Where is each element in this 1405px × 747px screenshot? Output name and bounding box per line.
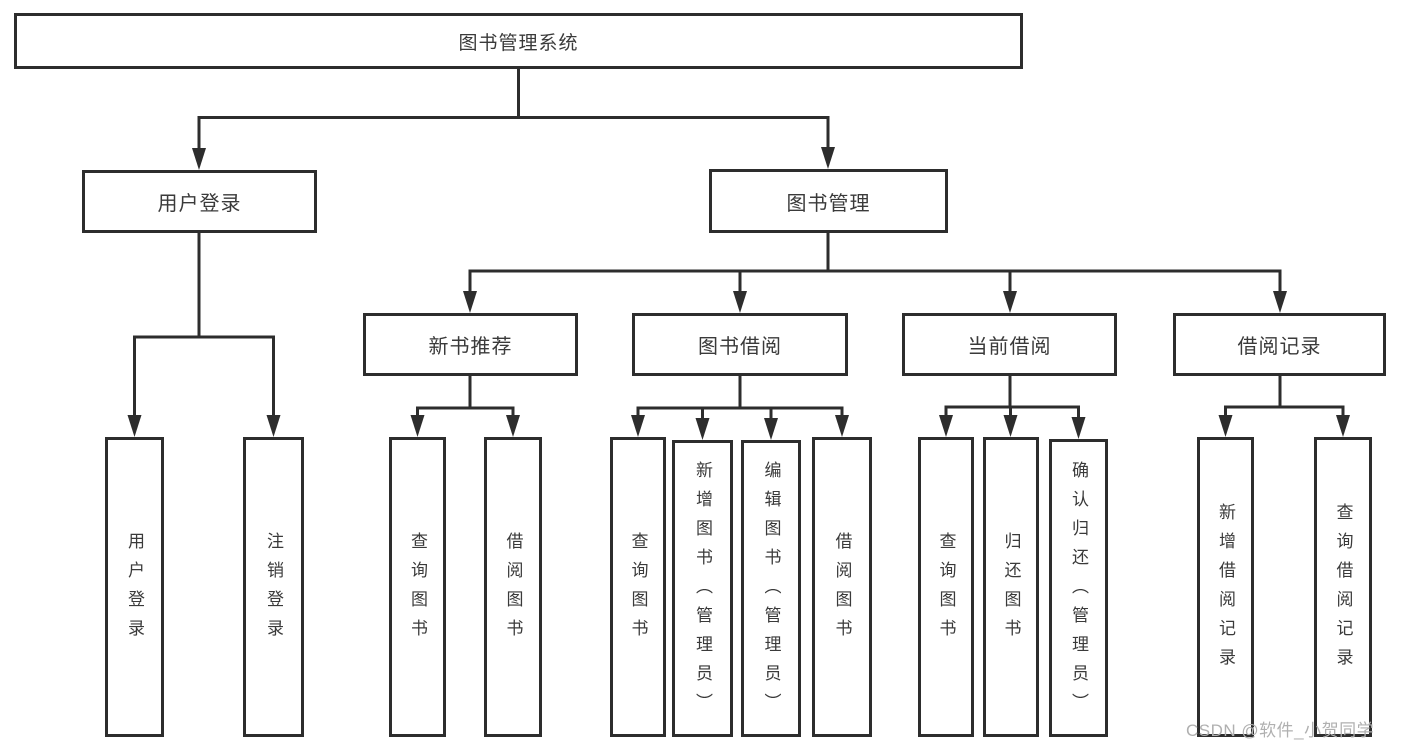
node-new-book-recommend: 新书推荐 [363,313,578,376]
arrow-leaf-rec-borrow [506,415,520,437]
node-user-login: 用户登录 [82,170,317,233]
node-book-borrowing: 图书借阅 [632,313,848,376]
node-book-management: 图书管理 [709,169,948,233]
leaf-borrowing-edit-books-admin: 编辑图书（管理员） [741,440,801,737]
leaf-logout: 注销登录 [243,437,304,737]
connector-level1-rail [197,116,830,152]
arrow-leaf-logout [266,415,281,437]
node-borrowing-records: 借阅记录 [1173,313,1386,376]
arrow-current [1003,291,1017,313]
leaf-user-login: 用户登录 [105,437,164,737]
arrow-leaf-bor-query [631,415,645,437]
arrow-borrowing [733,291,747,313]
arrow-leaf-user-login [127,415,142,437]
connector-records-rail [1224,405,1345,419]
arrow-recommend [463,291,477,313]
leaf-borrowing-query-books: 查询图书 [610,437,666,737]
leaf-current-query-books: 查询图书 [918,437,974,737]
node-current-borrowing: 当前借阅 [902,313,1117,376]
connector-borrowing-rail [636,406,844,419]
connector-recommend-rail [416,406,515,419]
arrow-user-login [192,148,206,170]
arrow-leaf-cur-query [939,415,953,437]
arrow-leaf-recd-add [1218,415,1233,437]
leaf-records-query-record: 查询借阅记录 [1314,437,1372,737]
leaf-recommend-query-books: 查询图书 [389,437,446,737]
leaf-recommend-borrow-books: 借阅图书 [484,437,542,737]
leaf-borrowing-borrow-books: 借阅图书 [812,437,872,737]
leaf-records-add-record: 新增借阅记录 [1197,437,1254,737]
leaf-current-confirm-return-admin: 确认归还（管理员） [1049,439,1108,737]
csdn-watermark: CSDN @软件_小贺同学 [1186,721,1375,740]
connector-user-rail [133,335,275,419]
connector-level2-rail [468,269,1282,295]
arrow-records [1273,291,1287,313]
arrow-leaf-recd-query [1336,415,1350,437]
leaf-current-return-books: 归还图书 [983,437,1039,737]
arrow-book-management [821,147,835,169]
arrow-leaf-rec-query [410,415,425,437]
arrow-leaf-cur-return [1003,415,1018,437]
leaf-borrowing-add-books-admin: 新增图书（管理员） [672,440,733,737]
arrow-leaf-bor-borrow [835,415,849,437]
arrow-leaf-bor-add [695,418,710,440]
connector-current-rail [944,405,1080,420]
arrow-leaf-cur-confirm [1071,417,1086,439]
node-library-system: 图书管理系统 [14,13,1023,69]
arrow-leaf-bor-edit [764,418,778,440]
